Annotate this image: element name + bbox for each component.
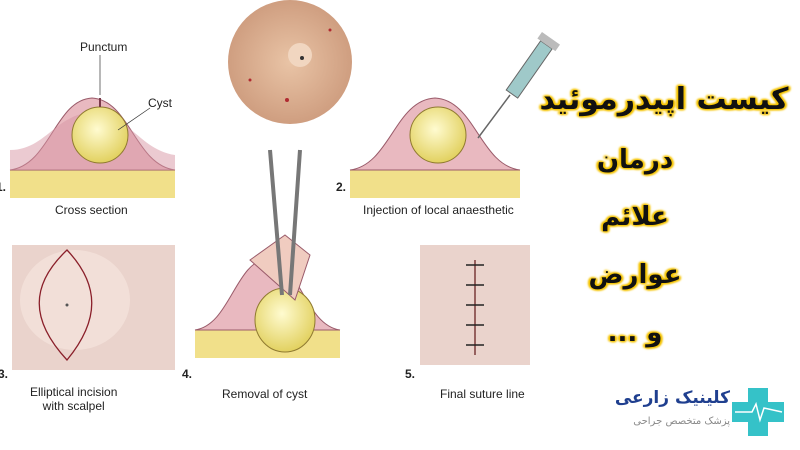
- panel-number: 1.: [0, 180, 7, 194]
- panel-number: 3.: [0, 367, 9, 381]
- headline-line: و ...: [607, 318, 663, 348]
- suture-diagram: [420, 245, 530, 365]
- panel-number: 5.: [405, 367, 416, 381]
- injection-diagram: [349, 31, 560, 198]
- cross-section-diagram: [9, 55, 176, 198]
- punctum-label: Punctum: [80, 40, 128, 54]
- headline-line: درمان: [596, 145, 674, 175]
- panel-caption: Final suture line: [440, 387, 525, 401]
- removal-diagram: [194, 149, 341, 358]
- headline-title: کیست اپیدرموئید: [539, 82, 789, 117]
- panel-number: 4.: [182, 367, 193, 381]
- panel-number: 2.: [336, 180, 347, 194]
- headline-line: عوارض: [588, 260, 682, 290]
- medical-cross-heartbeat-icon: [732, 388, 784, 436]
- logo-name: کلینیک زارعی: [614, 388, 730, 408]
- panel-caption: Removal of cyst: [222, 387, 308, 401]
- panel-caption: Cross section: [55, 203, 128, 217]
- headline-line: علائم: [601, 202, 669, 232]
- panel-caption: Elliptical incision with scalpel: [30, 385, 118, 413]
- panel-caption: Injection of local anaesthetic: [363, 203, 514, 217]
- skin-photo: [228, 0, 352, 124]
- cyst-label: Cyst: [148, 96, 172, 110]
- logo-subtitle: پزشک متخصص جراحی: [633, 416, 730, 427]
- incision-diagram: [12, 245, 175, 370]
